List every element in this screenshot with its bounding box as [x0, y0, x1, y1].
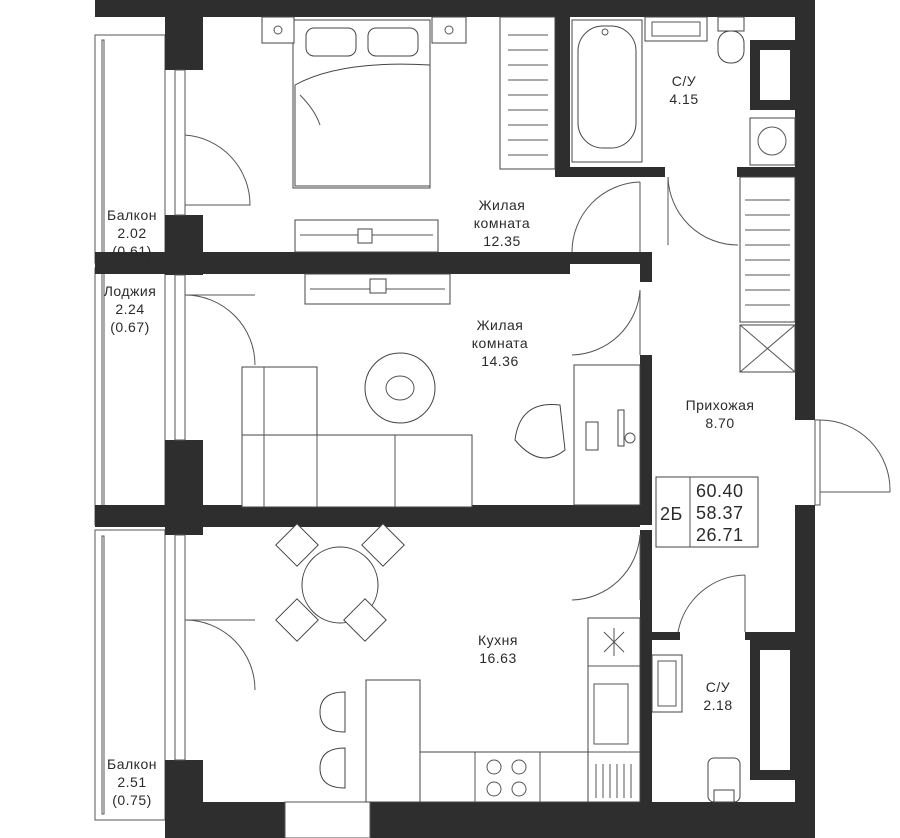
wardrobe-bedroom	[499, 16, 556, 170]
balcony-bottom-area: 2.51	[117, 774, 146, 790]
loggia-area: 2.24	[115, 301, 144, 317]
washbasin-top	[644, 16, 708, 42]
toilet-bottom	[707, 757, 741, 803]
apartment-type: 2Б	[660, 504, 683, 524]
kitchen-area: 16.63	[479, 650, 517, 666]
bedroom-name-1: Жилая	[479, 197, 526, 213]
loggia-area-reduced: (0.67)	[110, 319, 150, 335]
hall-name: Прихожая	[686, 397, 755, 413]
living-rooms-area: 26.71	[696, 525, 744, 545]
tv-bedroom	[294, 219, 439, 253]
kitchen-name: Кухня	[478, 632, 518, 648]
balcony-bottom-area-reduced: (0.75)	[112, 792, 152, 808]
dining-table	[275, 523, 405, 642]
desk	[514, 364, 641, 506]
doors	[184, 134, 891, 691]
walls	[95, 0, 815, 838]
apartment-info-box	[655, 476, 759, 548]
nightstands	[261, 16, 467, 44]
bed	[292, 19, 431, 189]
bath-bottom-area: 2.18	[703, 697, 732, 713]
balcony-bottom-name: Балкон	[107, 756, 157, 772]
balcony-frames	[94, 34, 166, 821]
wardrobe-hall	[739, 176, 796, 373]
balcony-top-area-reduced: (0.61)	[112, 243, 152, 259]
bedroom-area: 12.35	[483, 233, 521, 249]
living-name-1: Жилая	[477, 317, 524, 333]
living-area-total: 58.37	[696, 503, 744, 523]
tv-living	[304, 273, 451, 305]
bathtub	[571, 19, 643, 163]
loggia-name: Лоджия	[104, 283, 157, 299]
balcony-top-name: Балкон	[107, 207, 157, 223]
bath-top-name: С/У	[672, 73, 696, 89]
toilet-top	[717, 16, 745, 64]
hall-area: 8.70	[705, 415, 734, 431]
living-name-2: комната	[472, 335, 528, 351]
room-labels: Жилая комната 12.35 Жилая комната 14.36 …	[104, 73, 755, 808]
kitchen-island	[319, 679, 421, 803]
balcony-top-area: 2.02	[117, 225, 146, 241]
sofa	[241, 366, 473, 508]
kitchen-counter	[419, 617, 641, 803]
bath-top-area: 4.15	[669, 91, 698, 107]
bath-bottom-name: С/У	[706, 679, 730, 695]
washer	[749, 117, 796, 166]
bedroom-name-2: комната	[474, 215, 530, 231]
total-area: 60.40	[696, 481, 744, 501]
round-rug	[364, 352, 436, 424]
living-area: 14.36	[481, 353, 519, 369]
washbasin-bottom	[651, 654, 683, 713]
